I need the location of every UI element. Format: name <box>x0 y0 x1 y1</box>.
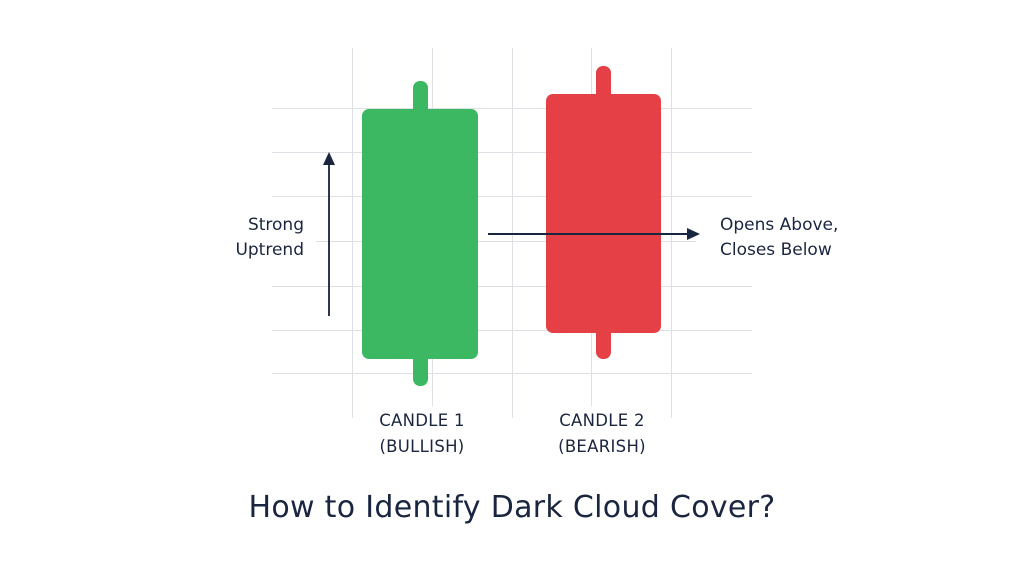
grid-line-horizontal <box>272 152 752 153</box>
grid-line-horizontal <box>272 373 752 374</box>
candle-1-body <box>362 109 478 359</box>
grid-line-vertical <box>671 48 672 418</box>
grid-line-horizontal <box>272 286 752 287</box>
grid-line-vertical <box>352 48 353 418</box>
opens-above-line: Opens Above, <box>720 215 839 235</box>
candle-2-type: (BEARISH) <box>558 437 646 456</box>
grid-line-horizontal <box>272 196 752 197</box>
opens-above-closes-below-label: Opens Above, Closes Below <box>720 213 900 263</box>
grid-line-vertical <box>512 48 513 418</box>
closes-below-line: Closes Below <box>720 240 832 260</box>
candle-1-caption: CANDLE 1 (BULLISH) <box>352 408 492 460</box>
strong-uptrend-line-2: Uptrend <box>235 240 304 260</box>
candle-2-name: CANDLE 2 <box>559 411 645 430</box>
candle-1-name: CANDLE 1 <box>379 411 465 430</box>
candle-1-type: (BULLISH) <box>379 437 465 456</box>
candle-2-caption: CANDLE 2 (BEARISH) <box>532 408 672 460</box>
grid-line-horizontal <box>272 330 752 331</box>
strong-uptrend-line-1: Strong <box>247 215 304 235</box>
candle-2-body <box>546 94 661 333</box>
diagram-title: How to Identify Dark Cloud Cover? <box>248 490 776 525</box>
grid-line-horizontal <box>272 108 752 109</box>
arrow-up-icon <box>323 152 335 316</box>
grid-line-horizontal <box>316 241 696 242</box>
strong-uptrend-label: Strong Uptrend <box>200 213 304 263</box>
